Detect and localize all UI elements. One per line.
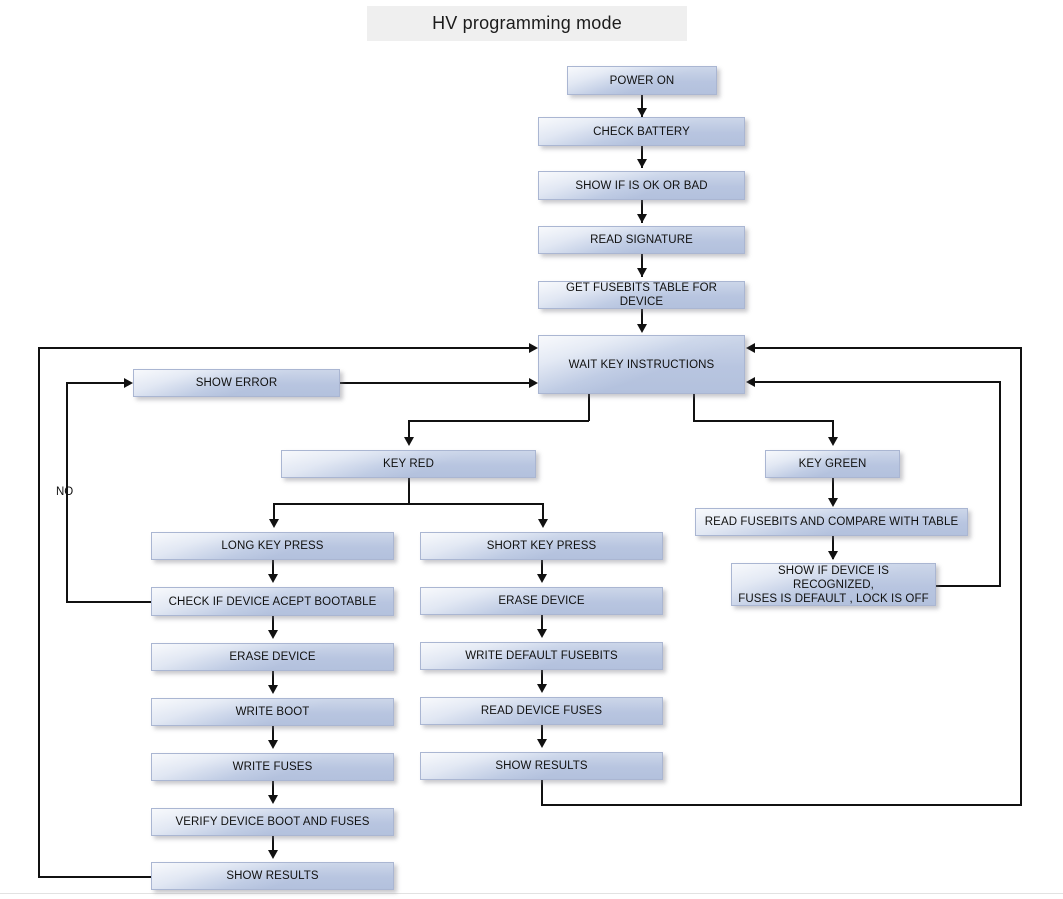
node-read-signature[interactable]: READ SIGNATURE [538, 226, 745, 254]
edge-read-fuses-to-show-results-mid [541, 725, 543, 746]
node-check-if-device-accept-bootable[interactable]: CHECK IF DEVICE ACEPT BOOTABLE [151, 587, 394, 616]
edge-mid-results-return-horizontal [541, 804, 1022, 806]
edge-power-on-to-check-battery [641, 95, 643, 117]
edge-show-ok-bad-to-read-signature [641, 200, 643, 223]
bottom-divider [0, 893, 1063, 894]
arrowhead-down-icon [404, 437, 414, 446]
arrowhead-right-icon [529, 343, 538, 353]
node-read-device-fuses[interactable]: READ DEVICE FUSES [420, 697, 663, 725]
edge-show-error-to-wait-key [340, 382, 530, 384]
edge-key-green-to-read-fusebits [832, 478, 834, 504]
arrowhead-down-icon [828, 551, 838, 560]
edge-read-fusebits-to-show-recognized [832, 536, 834, 559]
node-long-key-press[interactable]: LONG KEY PRESS [151, 532, 394, 560]
edge-hub-to-key-green-stub [693, 394, 695, 421]
edge-mid-results-drop [541, 780, 543, 806]
edge-mid-results-return-vertical [1020, 347, 1022, 805]
node-get-fusebits-table[interactable]: GET FUSEBITS TABLE FOR DEVICE [538, 281, 745, 309]
node-show-results-left[interactable]: SHOW RESULTS [151, 862, 394, 890]
node-write-default-fusebits[interactable]: WRITE DEFAULT FUSEBITS [420, 642, 663, 670]
node-wait-key-instructions[interactable]: WAIT KEY INSTRUCTIONS [538, 335, 745, 394]
edge-no-branch-to-show-error [66, 382, 125, 384]
arrowhead-right-icon [124, 378, 133, 388]
edge-mid-results-return-to-hub [755, 347, 1022, 349]
edge-erase-to-write-boot [272, 671, 274, 692]
node-write-fuses[interactable]: WRITE FUSES [151, 753, 394, 781]
edge-no-branch-vertical [66, 382, 68, 602]
arrowhead-down-icon [268, 795, 278, 804]
node-power-on[interactable]: POWER ON [567, 66, 717, 95]
arrowhead-left-icon [746, 343, 755, 353]
edge-check-battery-to-show-ok-bad [641, 146, 643, 168]
node-erase-device-mid[interactable]: ERASE DEVICE [420, 587, 663, 615]
arrowhead-down-icon [637, 159, 647, 168]
edge-long-press-to-check-bootable [272, 560, 274, 581]
edge-recognized-return-horizontal [936, 585, 1001, 587]
edge-erase-to-write-default-fusebits [541, 615, 543, 636]
edge-recognized-return-vertical [999, 381, 1001, 586]
edge-left-results-return-vertical [38, 347, 40, 878]
node-check-battery[interactable]: CHECK BATTERY [538, 117, 745, 146]
arrowhead-right-icon [529, 378, 538, 388]
node-key-green[interactable]: KEY GREEN [765, 450, 900, 478]
edge-hub-to-key-red-horizontal [408, 420, 589, 422]
edge-key-red-split-bar [273, 503, 543, 505]
node-short-key-press[interactable]: SHORT KEY PRESS [420, 532, 663, 560]
arrowhead-down-icon [268, 630, 278, 639]
node-show-error[interactable]: SHOW ERROR [133, 369, 340, 397]
arrowhead-down-icon [537, 574, 547, 583]
edge-read-signature-to-get-fusebits [641, 254, 643, 277]
arrowhead-down-icon [537, 629, 547, 638]
node-write-boot[interactable]: WRITE BOOT [151, 698, 394, 726]
node-key-red[interactable]: KEY RED [281, 450, 536, 478]
diagram-title: HV programming mode [432, 13, 622, 33]
edge-to-key-green-vertical [832, 420, 834, 443]
edge-write-boot-to-write-fuses [272, 726, 274, 747]
edge-verify-to-show-results-left [272, 836, 274, 857]
arrowhead-down-icon [828, 437, 838, 446]
arrowhead-down-icon [637, 108, 647, 117]
edge-write-fusebits-to-read-fuses [541, 670, 543, 691]
arrowhead-down-icon [637, 324, 647, 333]
edge-get-fusebits-to-wait-key [641, 309, 643, 329]
arrowhead-down-icon [268, 850, 278, 859]
edge-key-red-to-long-press [273, 503, 275, 525]
edge-write-fuses-to-verify [272, 781, 274, 802]
node-erase-device-left[interactable]: ERASE DEVICE [151, 643, 394, 671]
edge-key-red-to-short-press [542, 503, 544, 525]
edge-check-bootable-to-erase [272, 616, 274, 637]
arrowhead-down-icon [269, 519, 279, 528]
node-verify-device-boot-and-fuses[interactable]: VERIFY DEVICE BOOT AND FUSES [151, 808, 394, 836]
arrowhead-down-icon [268, 740, 278, 749]
edge-key-red-split-stub [408, 478, 410, 504]
arrowhead-down-icon [537, 739, 547, 748]
edge-left-results-return-to-hub [38, 347, 531, 349]
arrowhead-down-icon [268, 574, 278, 583]
edge-no-branch-horizontal [66, 601, 152, 603]
arrowhead-down-icon [828, 498, 838, 507]
node-show-if-device-recognized[interactable]: SHOW IF DEVICE IS RECOGNIZED, FUSES IS D… [731, 563, 936, 606]
node-show-results-mid[interactable]: SHOW RESULTS [420, 752, 663, 780]
edge-recognized-return-to-hub [755, 381, 1001, 383]
edge-hub-to-key-red-stub [588, 394, 590, 421]
arrowhead-down-icon [268, 685, 278, 694]
arrowhead-down-icon [537, 684, 547, 693]
node-read-fusebits-and-compare[interactable]: READ FUSEBITS AND COMPARE WITH TABLE [695, 508, 968, 536]
arrowhead-down-icon [538, 519, 548, 528]
arrowhead-left-icon [746, 377, 755, 387]
diagram-title-banner: HV programming mode [367, 6, 687, 41]
node-show-if-ok-or-bad[interactable]: SHOW IF IS OK OR BAD [538, 171, 745, 200]
edge-label-no: NO [56, 486, 74, 498]
edge-hub-to-key-green-horizontal [693, 420, 833, 422]
arrowhead-down-icon [637, 214, 647, 223]
edge-short-press-to-erase [541, 560, 543, 581]
edge-to-key-red-vertical [408, 420, 410, 443]
edge-left-results-return-horizontal [38, 876, 152, 878]
arrowhead-down-icon [637, 268, 647, 277]
